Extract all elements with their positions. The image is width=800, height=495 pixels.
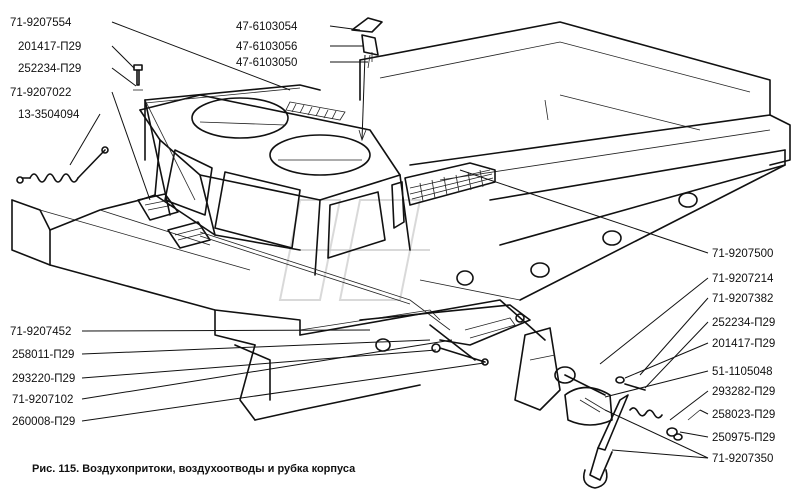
labels-right: 71-9207500 71-9207214 71-9207382 252234-…	[712, 248, 775, 465]
leader-lines	[69, 21, 709, 459]
control-lever-assembly	[359, 304, 701, 489]
label-right-3: 252234-П29	[712, 317, 775, 329]
watermark	[278, 199, 430, 301]
label-left-1: 201417-П29	[18, 41, 81, 53]
label-left-4: 13-3504094	[18, 109, 80, 121]
label-right-6: 293282-П29	[712, 386, 775, 398]
label-right-0: 71-9207500	[712, 248, 773, 260]
label-top-2: 47-6103050	[236, 57, 297, 69]
label-right-1: 71-9207214	[712, 273, 774, 285]
bolt-left-top	[133, 64, 143, 91]
label-bl-3: 71-9207102	[12, 394, 73, 406]
label-right-9: 71-9207350	[712, 453, 773, 465]
labels-left: 71-9207554 201417-П29 252234-П29 71-9207…	[10, 17, 81, 121]
label-bl-0: 71-9207452	[10, 326, 71, 338]
label-left-2: 252234-П29	[18, 63, 81, 75]
label-right-2: 71-9207382	[712, 293, 773, 305]
label-right-5: 51-1105048	[712, 366, 773, 378]
labels-bottom-left: 71-9207452 258011-П29 293220-П29 71-9207…	[10, 326, 75, 428]
label-right-7: 258023-П29	[712, 409, 775, 421]
label-top-0: 47-6103054	[236, 21, 298, 33]
figure-caption: Рис. 115. Воздухопритоки, воздухоотводы …	[32, 463, 356, 475]
deflector-assembly	[351, 17, 383, 142]
label-right-8: 250975-П29	[712, 432, 775, 444]
labels-top: 47-6103054 47-6103056 47-6103050	[236, 21, 298, 69]
cabin	[49, 94, 496, 276]
label-right-4: 201417-П29	[712, 338, 775, 350]
vehicle-hull	[11, 21, 791, 421]
label-bl-2: 293220-П29	[12, 373, 75, 385]
linkage-rods	[16, 84, 451, 331]
label-top-1: 47-6103056	[236, 41, 297, 53]
label-left-3: 71-9207022	[10, 87, 71, 99]
label-left-0: 71-9207554	[10, 17, 72, 29]
label-bl-1: 258011-П29	[12, 349, 74, 361]
label-bl-4: 260008-П29	[12, 416, 75, 428]
